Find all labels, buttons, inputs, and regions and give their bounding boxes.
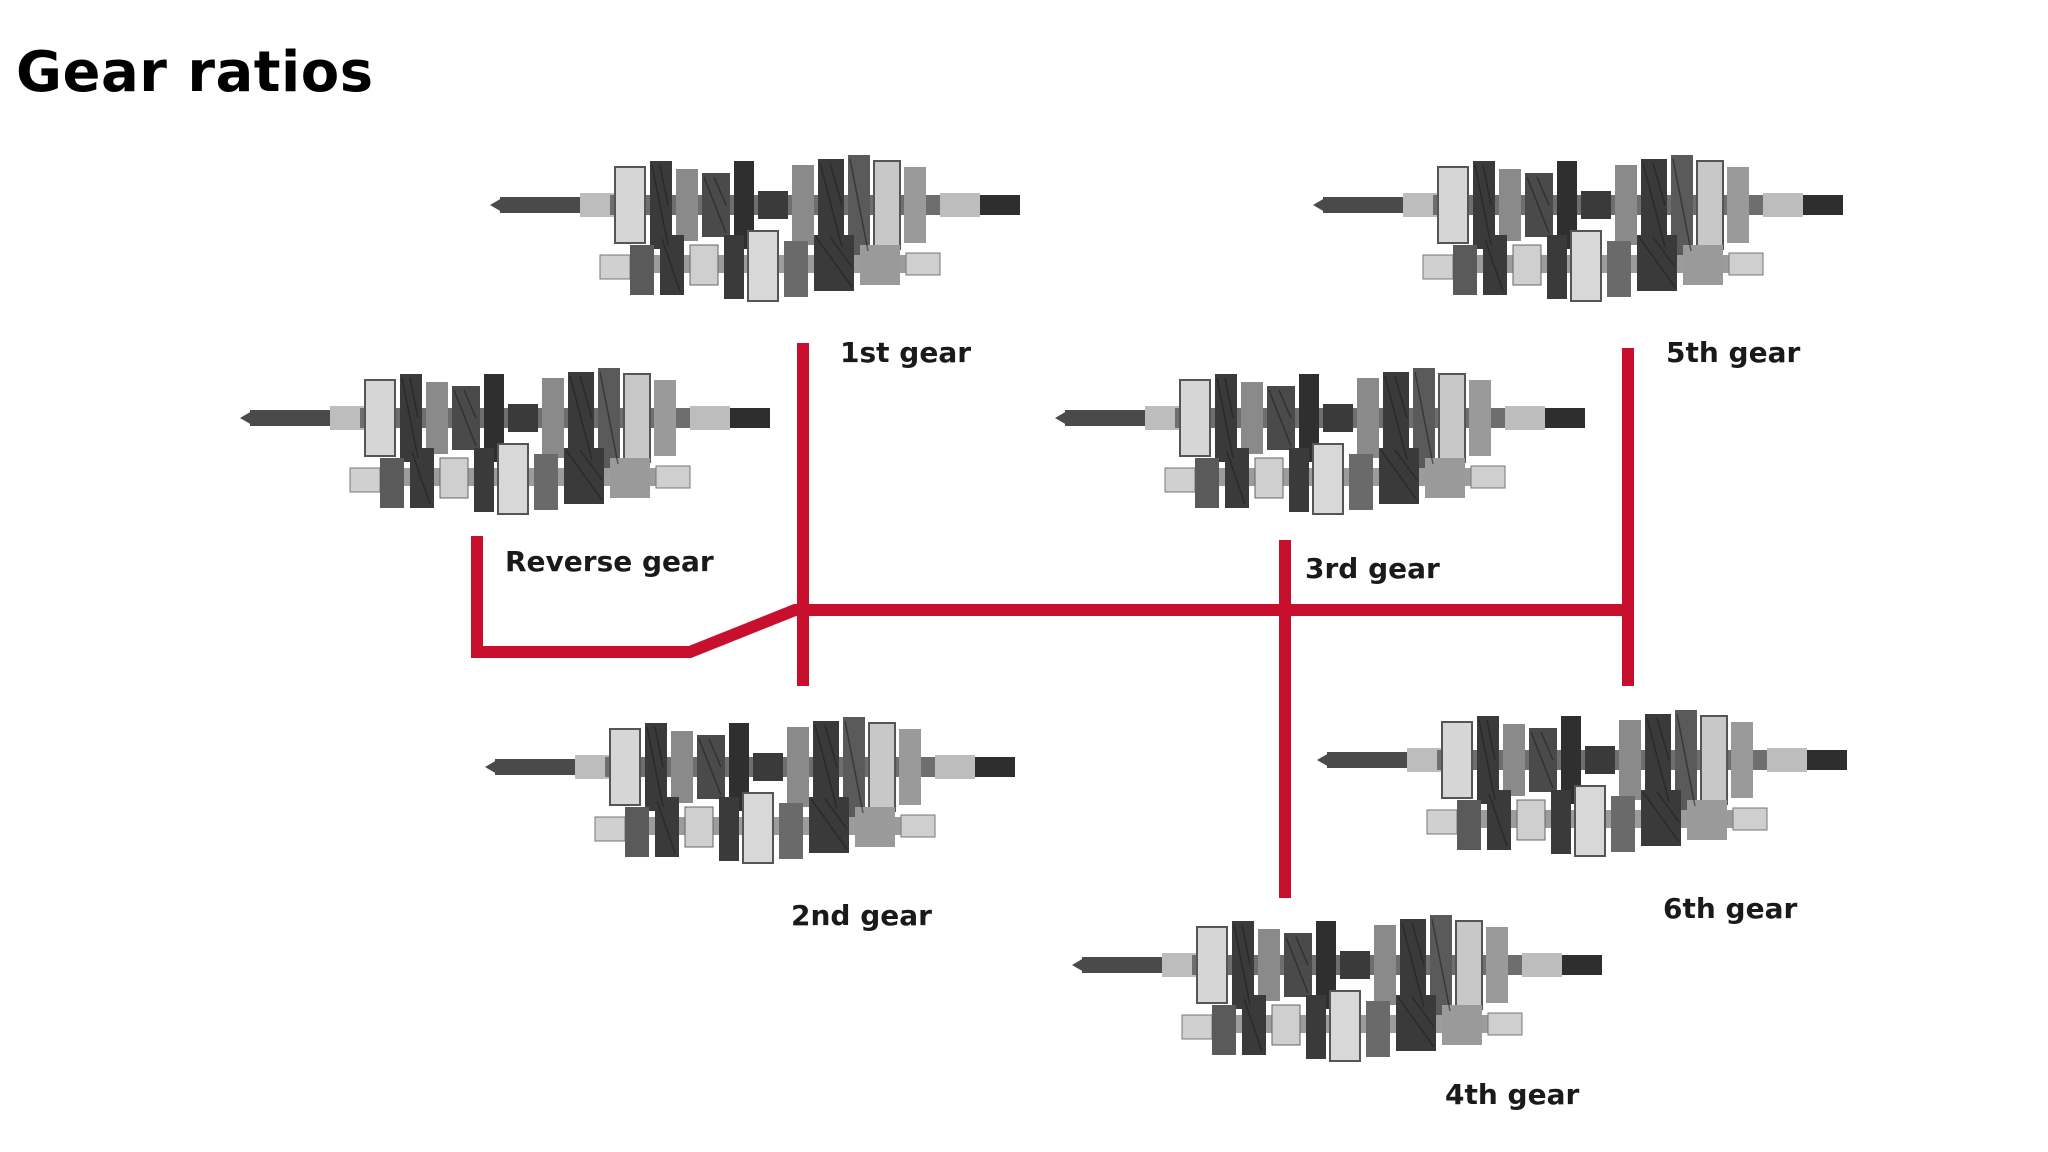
label-reverse-gear: Reverse gear (505, 545, 714, 578)
gearbox-3rd-gear-image (1054, 367, 1586, 515)
label-1st-gear: 1st gear (840, 336, 971, 369)
gearbox-reverse-gear-image (239, 367, 771, 515)
gearbox-2nd-gear-image (484, 716, 1016, 864)
gearbox-1st-gear-image (489, 154, 1021, 302)
label-6th-gear: 6th gear (1663, 892, 1797, 925)
label-2nd-gear: 2nd gear (791, 899, 932, 932)
gearbox-6th-gear-image (1316, 709, 1848, 857)
page-title: Gear ratios (16, 40, 374, 105)
label-4th-gear: 4th gear (1445, 1078, 1579, 1111)
gearbox-5th-gear-image (1312, 154, 1844, 302)
gearbox-4th-gear-image (1071, 914, 1603, 1062)
label-5th-gear: 5th gear (1666, 336, 1800, 369)
label-3rd-gear: 3rd gear (1305, 552, 1440, 585)
shift-gate-path (471, 343, 1634, 898)
